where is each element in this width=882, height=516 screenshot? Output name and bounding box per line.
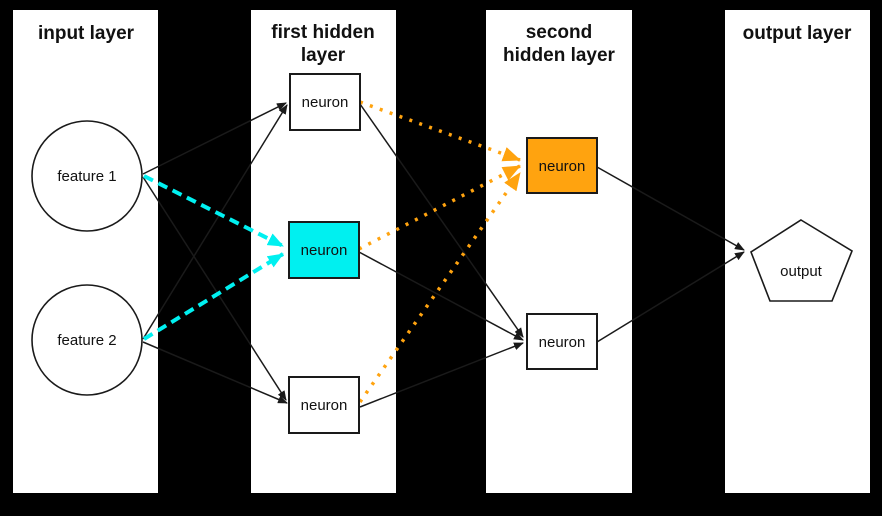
node-hidden1-neuron3	[288, 376, 360, 434]
edge-h1n3-h2n1-highlight	[358, 171, 522, 404]
node-hidden2-neuron2-label: neuron	[539, 334, 586, 351]
panel-input-layer	[13, 10, 158, 493]
node-hidden1-neuron3-label: neuron	[301, 397, 348, 414]
title-second-hidden-line2: hidden layer	[503, 45, 616, 66]
node-hidden2-neuron1-label: neuron	[539, 158, 586, 175]
node-hidden1-neuron2-cyan	[288, 221, 360, 279]
node-feature-2-label: feature 2	[57, 332, 116, 349]
node-hidden1-neuron2-label: neuron	[301, 242, 348, 259]
edge-feature2-h1n2-highlight	[142, 252, 285, 341]
node-hidden1-neuron1	[289, 73, 361, 131]
edges-orange-dotted	[358, 100, 522, 404]
node-output-label: output	[780, 263, 823, 280]
edge-h2n1-output	[596, 166, 745, 251]
node-hidden2-neuron2	[526, 313, 598, 370]
panel-second-hidden-layer	[486, 10, 632, 493]
edges-black	[142, 102, 745, 408]
title-first-hidden-line2: layer	[301, 45, 346, 66]
edge-h1n1-h2n1-highlight	[359, 100, 521, 162]
edge-h1n3-h2n2	[359, 342, 524, 408]
edge-h2n2-output	[596, 251, 745, 343]
edge-feature2-h1n3	[142, 341, 288, 404]
edges-cyan-dashed	[142, 174, 285, 341]
node-feature-2	[31, 284, 143, 396]
node-feature-1-label: feature 1	[57, 168, 116, 185]
edge-feature1-h1n1	[142, 102, 287, 175]
edge-feature1-h1n2-highlight	[143, 174, 284, 248]
title-output-layer: output layer	[743, 23, 852, 44]
edge-h1n1-h2n2	[359, 103, 524, 338]
title-input-layer: input layer	[38, 23, 135, 44]
node-output-pentagon	[750, 219, 853, 302]
node-feature-1	[31, 120, 143, 232]
edge-h1n2-h2n2	[358, 251, 524, 341]
node-hidden1-neuron1-label: neuron	[302, 94, 349, 111]
title-second-hidden-line1: second	[526, 22, 593, 43]
edge-feature2-h1n1	[142, 104, 288, 340]
edge-feature1-h1n3	[142, 176, 287, 401]
node-hidden2-neuron1-orange	[526, 137, 598, 194]
title-first-hidden-line1: first hidden	[271, 22, 374, 43]
